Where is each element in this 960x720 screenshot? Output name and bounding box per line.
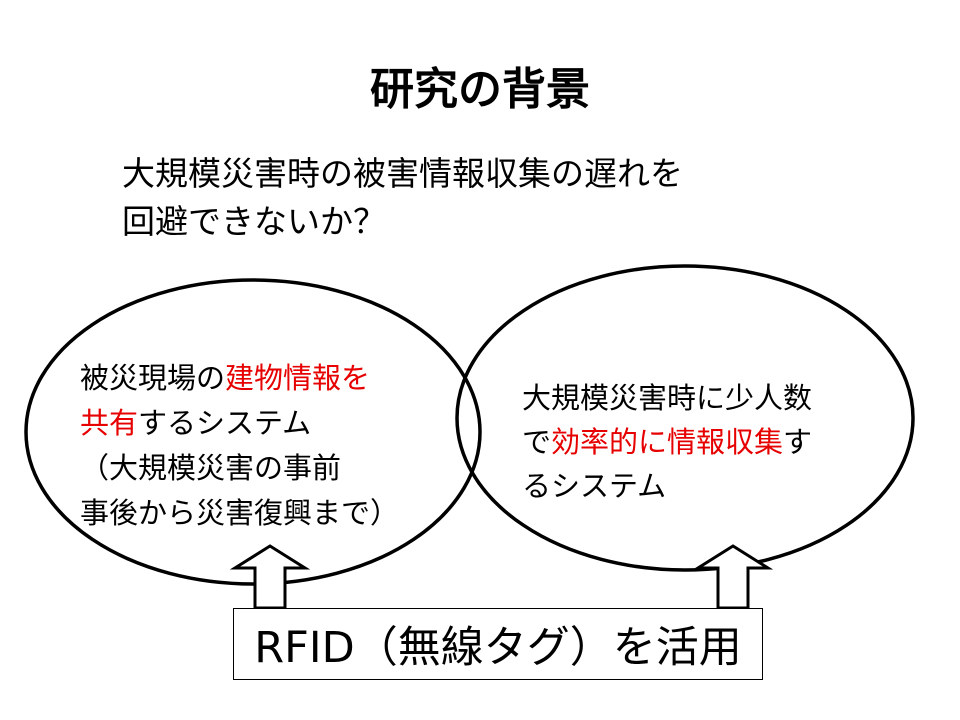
left-up-arrow-icon	[229, 544, 311, 610]
right-ellipse	[455, 264, 915, 572]
right-line-2-plain-b: す	[783, 425, 813, 459]
slide-title: 研究の背景	[370, 64, 590, 115]
left-line-2: 共有するシステム	[80, 401, 399, 446]
left-line-1-highlight: 建物情報を	[225, 361, 371, 395]
left-line-2-plain: するシステム	[138, 406, 312, 440]
right-line-3: るシステム	[522, 469, 667, 503]
question-line-1: 大規模災害時の被害情報収集の遅れを	[122, 154, 683, 193]
right-line-2: で効率的に情報収集す	[522, 420, 812, 464]
research-question: 大規模災害時の被害情報収集の遅れを 回避できないか？	[122, 150, 683, 246]
left-line-1: 被災現場の建物情報を	[80, 356, 399, 401]
right-line-2-highlight: 効率的に情報収集	[551, 425, 784, 459]
left-line-3: （大規模災害の事前	[80, 451, 342, 485]
right-up-arrow-icon	[692, 544, 774, 610]
left-line-4: 事後から災害復興まで）	[80, 496, 400, 530]
right-circle-text: 大規模災害時に少人数 で効率的に情報収集す るシステム	[522, 376, 812, 508]
question-line-2: 回避できないか？	[122, 202, 386, 241]
left-ellipse	[24, 278, 482, 586]
right-line-1: 大規模災害時に少人数	[522, 381, 813, 415]
left-line-1-plain: 被災現場の	[80, 361, 226, 395]
rfid-callout-box: RFID（無線タグ）を活用	[233, 608, 763, 680]
rfid-label: RFID（無線タグ）を活用	[254, 623, 742, 673]
left-circle-text: 被災現場の建物情報を 共有するシステム （大規模災害の事前 事後から災害復興まで…	[80, 356, 399, 536]
right-line-2-plain-a: で	[522, 425, 552, 459]
left-line-2-highlight: 共有	[80, 406, 139, 440]
